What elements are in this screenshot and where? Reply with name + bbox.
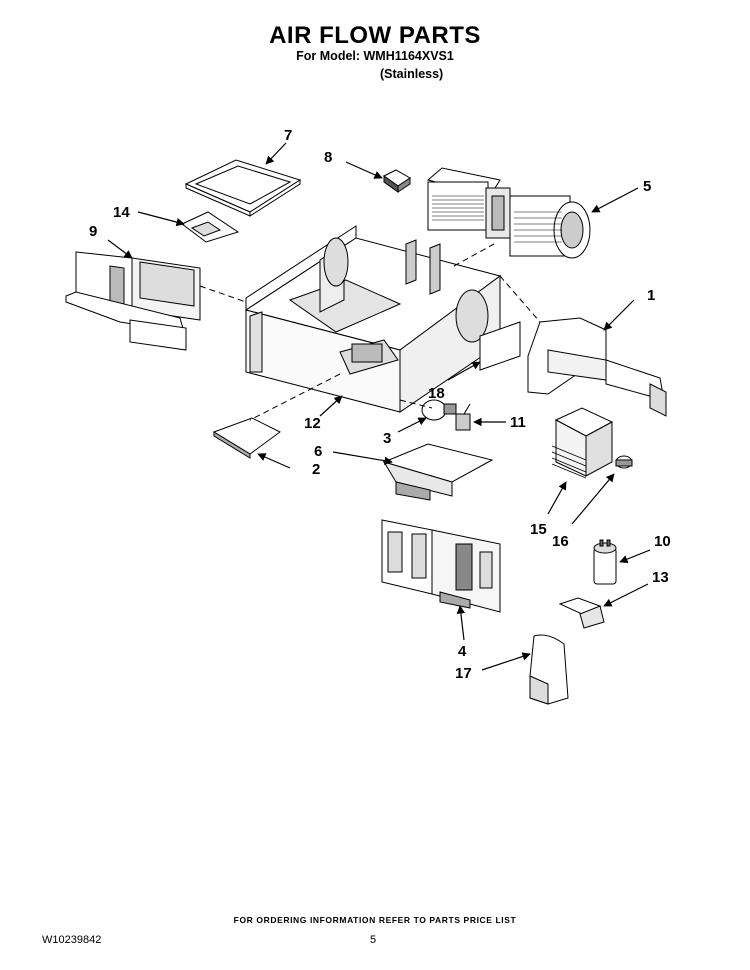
callout-6: 6 xyxy=(314,443,322,460)
callout-17: 17 xyxy=(455,665,472,682)
part-1-outer-duct-drawing xyxy=(527,317,667,417)
callout-9: 9 xyxy=(89,223,97,240)
part-8-damper-drawing xyxy=(383,169,411,193)
part-17-duct-piece-drawing xyxy=(529,634,569,705)
callout-3: 3 xyxy=(383,430,391,447)
part-10-capacitor-drawing xyxy=(593,539,617,585)
callout-15: 15 xyxy=(530,521,547,538)
callout-18: 18 xyxy=(428,385,445,402)
callout-12: 12 xyxy=(304,415,321,432)
ordering-note: FOR ORDERING INFORMATION REFER TO PARTS … xyxy=(233,915,517,925)
callout-4: 4 xyxy=(458,643,467,660)
model-line: For Model: WMH1164XVS1 xyxy=(296,49,454,63)
part-6-filter-plate-drawing xyxy=(382,443,494,501)
finish-label: (Stainless) xyxy=(380,67,444,81)
callout-14: 14 xyxy=(113,204,130,221)
assembly-dashed-lines xyxy=(199,243,541,421)
callout-8: 8 xyxy=(324,149,332,166)
callout-1: 1 xyxy=(647,287,655,304)
part-15-transformer-drawing xyxy=(551,407,614,479)
part-13-bracket-drawing xyxy=(558,597,605,629)
part-16-cutout-drawing xyxy=(615,455,633,469)
part-7-filter-drawing xyxy=(184,159,302,217)
callout-7: 7 xyxy=(284,127,292,144)
callout-2: 2 xyxy=(312,461,320,478)
cavity-base-drawing xyxy=(244,225,502,413)
part-9-duct-drawing xyxy=(65,251,201,351)
callout-11: 11 xyxy=(510,414,526,431)
page-title: AIR FLOW PARTS xyxy=(269,22,481,49)
part-5-blower-drawing xyxy=(426,167,591,259)
part-2-plate-drawing xyxy=(212,417,281,459)
part-14-air-guide-drawing xyxy=(181,211,240,243)
callout-10: 10 xyxy=(654,533,671,550)
callout-leader-lines xyxy=(107,142,651,671)
part-3-lamp-drawing xyxy=(421,399,471,431)
callout-16: 16 xyxy=(552,533,569,550)
callout-13: 13 xyxy=(652,569,669,586)
callout-5: 5 xyxy=(643,178,651,195)
part-18-plate-drawing xyxy=(479,321,521,371)
part-4-panel-drawing xyxy=(381,519,501,613)
page-number: 5 xyxy=(370,934,377,946)
document-number: W10239842 xyxy=(42,934,102,946)
callout-labels: 1 2 3 4 5 6 7 8 9 10 11 12 13 14 15 16 1… xyxy=(89,127,671,682)
